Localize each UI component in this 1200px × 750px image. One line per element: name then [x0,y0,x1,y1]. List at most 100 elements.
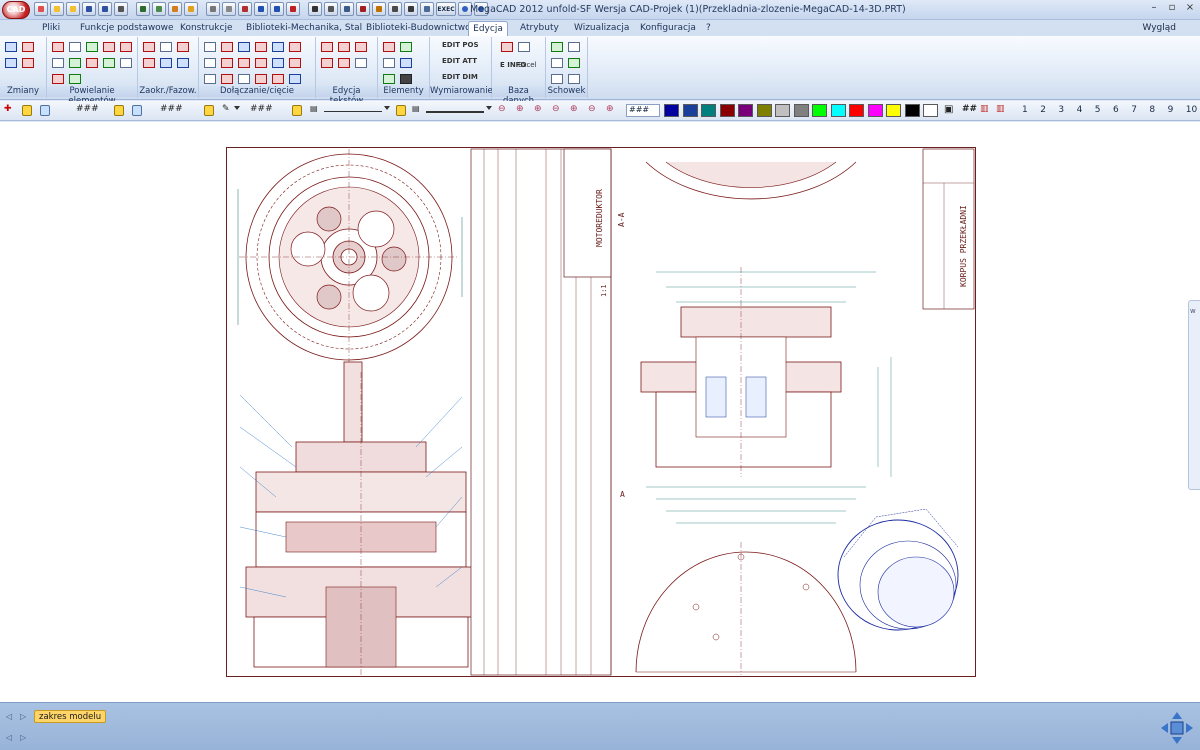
line-width-icon[interactable]: ▤ [412,104,420,113]
side-panel-handle[interactable]: w [1188,300,1200,490]
page-number-button[interactable]: 10 [1185,105,1198,115]
navigation-cube-icon[interactable] [1160,711,1194,745]
zoom-all-icon[interactable]: ⊖ [552,104,560,114]
tab-pliki[interactable]: Pliki [42,23,61,33]
fillet-icon[interactable] [142,40,155,53]
color-swatch[interactable] [719,104,735,117]
text-align-icon[interactable] [320,56,333,69]
text-style-icon[interactable] [354,40,367,53]
lock-icon-3[interactable] [204,105,214,116]
undo-icon[interactable] [254,2,268,16]
element-pen-icon[interactable] [399,40,412,53]
excel-button[interactable]: Excel [518,61,537,69]
page-number-button[interactable]: 9 [1167,105,1174,115]
paste-icon[interactable] [222,2,236,16]
nav-prev-icon-2[interactable]: ◁ [6,733,13,742]
split-icon[interactable] [288,40,301,53]
mirror-icon[interactable] [85,40,98,53]
tab-konstrukcje[interactable]: Konstrukcje [180,23,233,33]
lock-icon-5[interactable] [396,105,406,116]
zoom-real-icon[interactable]: ⊕ [606,104,614,114]
open-file-icon[interactable] [50,2,64,16]
target-icon[interactable] [458,2,472,16]
offset-icon[interactable] [68,56,81,69]
delete-icon[interactable] [21,56,34,69]
clipboard-image-icon[interactable] [550,72,563,85]
lock-icon-4[interactable] [292,105,302,116]
zoom-window-icon[interactable]: ⊕ [516,104,524,114]
pen-width-field[interactable]: ### [250,104,273,114]
color-swatch[interactable] [830,104,846,117]
page-number-button[interactable]: 1 [1022,105,1028,115]
text-find-icon[interactable] [354,56,367,69]
line-width-selector[interactable] [426,111,484,113]
color-swatch[interactable] [664,104,679,117]
trim-3-icon[interactable] [203,72,216,85]
clipboard-doc-icon[interactable] [567,72,580,85]
app-logo[interactable]: CAD [2,1,30,19]
color-swatch[interactable] [904,104,920,117]
e-info-button[interactable]: E INFO [500,61,527,69]
layer-props-icon[interactable] [40,105,50,116]
section-icon[interactable] [237,72,250,85]
close-button[interactable]: × [1185,2,1195,13]
divide-icon[interactable] [237,56,250,69]
tab-biblioteki-budownictwo[interactable]: Biblioteki-Budownictwo [366,23,471,33]
element-properties-icon[interactable] [382,56,395,69]
new-file-icon[interactable] [34,2,48,16]
scale-icon[interactable] [51,56,64,69]
text-size-icon[interactable] [337,56,350,69]
window-icon[interactable] [420,2,434,16]
grid-icon[interactable] [238,2,252,16]
extend-icon[interactable] [220,40,233,53]
page-number-button[interactable]: 5 [1094,105,1101,115]
duplicate-icon[interactable] [68,72,81,85]
bevel-icon[interactable] [142,56,155,69]
layer-bars-icon-2[interactable]: ▥ [996,104,1005,114]
color-swatch[interactable] [849,104,864,117]
break-icon[interactable] [254,40,267,53]
color-swatch[interactable] [886,104,901,117]
model-space-tab[interactable]: zakres modelu [34,710,107,723]
color-swatch[interactable] [775,104,790,117]
stretch-icon[interactable] [85,56,98,69]
clipboard-paste-icon[interactable] [567,40,580,53]
pattern-icon[interactable] [102,56,115,69]
page-number-button[interactable]: 6 [1113,105,1119,115]
clipboard-list-icon[interactable] [567,56,580,69]
lock-icon[interactable] [22,105,32,116]
trim-icon[interactable] [203,40,216,53]
nav-next-icon[interactable]: ▷ [20,712,27,721]
save-icon[interactable] [82,2,96,16]
layer-bars-icon[interactable]: ▥ [980,104,989,114]
tab-help[interactable]: ? [706,23,711,33]
color-swatch[interactable] [867,104,883,117]
page-number-button[interactable]: 4 [1076,105,1083,115]
arc-chamfer-icon[interactable] [176,56,189,69]
cut-curve-icon[interactable] [220,72,233,85]
zoom-extents-icon[interactable]: ⊖ [588,104,596,114]
color-swatch[interactable] [923,104,938,117]
page-number-button[interactable]: 3 [1058,105,1065,115]
undo-icon[interactable] [4,40,17,53]
merge-icon[interactable] [288,56,301,69]
pattern-field[interactable]: ### [76,104,99,114]
line-type-selector[interactable] [324,111,382,112]
help-icon[interactable] [474,2,488,16]
pattern-field-2[interactable]: ### [160,104,183,114]
print-icon[interactable] [114,2,128,16]
table-icon[interactable] [404,2,418,16]
line-props-icon[interactable] [132,105,142,116]
hatch-icon[interactable] [356,2,370,16]
edit-brush-icon[interactable] [21,40,34,53]
explode-icon[interactable] [254,72,267,85]
edit-icon[interactable] [372,2,386,16]
color-picker-icon[interactable]: ▣ [944,104,954,115]
line-width-dropdown-icon[interactable] [486,106,492,110]
exec-button[interactable]: EXEC [436,2,456,16]
drawing-canvas[interactable]: MOTOREDUKTOR 1:1 A-A A [0,122,1200,702]
clipboard-copy-icon[interactable] [550,40,563,53]
move-icon[interactable] [68,40,81,53]
page-number-button[interactable]: 8 [1149,105,1156,115]
connect-icon[interactable] [254,56,267,69]
